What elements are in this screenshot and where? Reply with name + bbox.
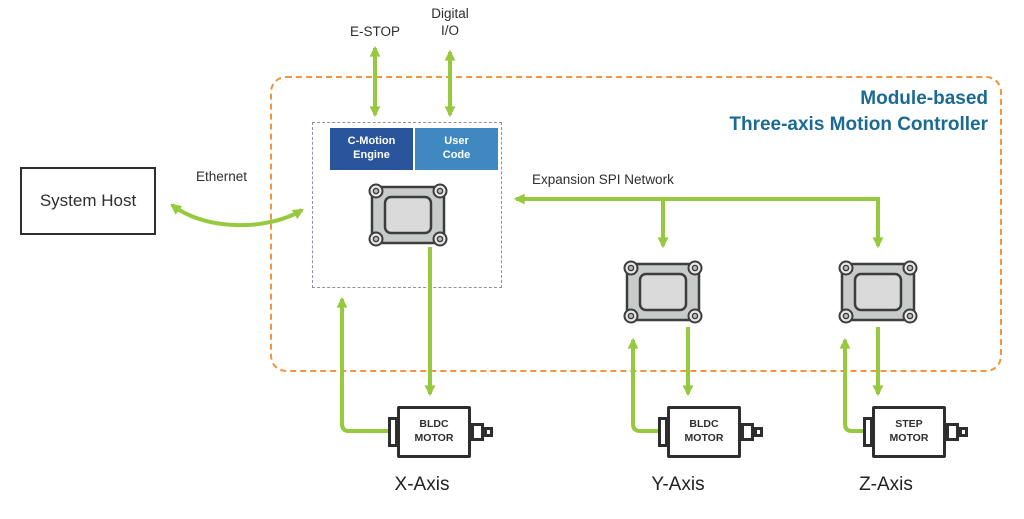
ethernet-label: Ethernet [196,169,248,184]
system-host-box: System Host [20,167,156,235]
motor-end-cap [658,417,668,447]
x-axis-motor-label: BLDC MOTOR [414,418,454,444]
diagram-title-line2: Three-axis Motion Controller [729,113,988,135]
c-motion-engine-block: C-Motion Engine [330,128,413,170]
x-axis-label: X-Axis [394,474,450,495]
y-axis-motor-label: BLDC MOTOR [684,418,724,444]
expansion-spi-label: Expansion SPI Network [532,172,674,187]
motor-shaft-tip [484,427,493,437]
z-axis-motor-label: STEP MOTOR [889,418,929,444]
user-code-block: User Code [415,128,498,170]
y-axis-motor: BLDC MOTOR [658,406,763,458]
estop-label: E-STOP [349,24,400,39]
diagram-title-line1: Module-based [860,88,988,109]
digital-io-label: Digital I/O [431,6,469,38]
system-host-label: System Host [39,191,137,210]
motor-end-cap [863,417,873,447]
controller-module-box [312,122,502,288]
motor-end-cap [388,417,398,447]
motor-shaft [946,423,959,441]
diagram-title: Module-based Three-axis Motion Controlle… [600,86,988,137]
motor-shaft [471,423,484,441]
x-axis-motor: BLDC MOTOR [388,406,493,458]
y-axis-label: Y-Axis [651,474,705,495]
motor-shaft-tip [959,427,968,437]
firmware-header: C-Motion Engine User Code [330,128,498,170]
motor-shaft-tip [754,427,763,437]
z-axis-label: Z-Axis [859,474,913,495]
motor-shaft [741,423,754,441]
z-axis-motor: STEP MOTOR [863,406,968,458]
